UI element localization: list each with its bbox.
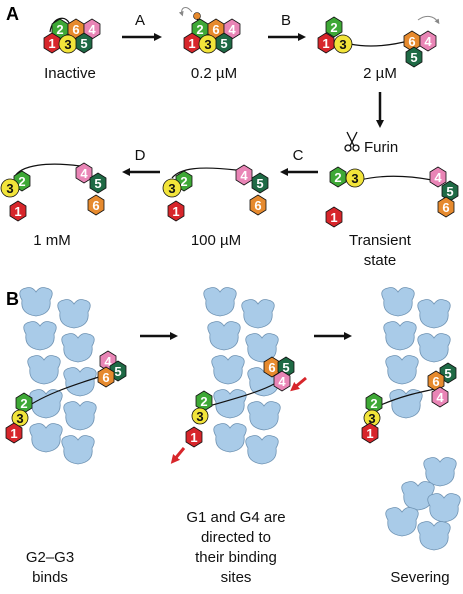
furin-label: Furin [364,139,398,156]
svg-text:5: 5 [80,36,87,51]
actin-filament-1 [19,287,97,465]
panel-a-letter: A [6,4,19,24]
svg-text:6: 6 [72,22,79,37]
svg-text:4: 4 [240,168,248,183]
domain-3: 3 [58,34,78,54]
svg-text:3: 3 [196,409,203,424]
inactive-gelsolin: 2 6 4 1 3 5 [43,17,101,54]
panel-b-letter: B [6,289,19,309]
svg-text:3: 3 [6,181,13,196]
red-arrow-g1 [170,447,186,464]
svg-text:6: 6 [102,370,109,385]
label-directed-4: sites [221,569,252,586]
gelsolin-2um: 2 1 3 6 4 5 [317,15,440,68]
svg-text:4: 4 [88,22,96,37]
svg-text:4: 4 [228,22,236,37]
svg-text:6: 6 [408,34,415,49]
svg-text:6: 6 [268,360,275,375]
label-directed-1: G1 and G4 are [186,509,285,526]
actin-filament-3 [381,287,461,551]
label-inactive: Inactive [44,65,96,82]
step-c-label: C [293,147,304,164]
rotation-arrow-icon [178,7,193,17]
svg-text:2: 2 [56,22,63,37]
svg-text:6: 6 [432,374,439,389]
svg-text:3: 3 [168,181,175,196]
domain-5: 5 [75,32,93,54]
svg-text:4: 4 [80,166,88,181]
gelsolin-100um: 2 3 1 4 5 6 [162,164,269,222]
svg-text:4: 4 [424,34,432,49]
label-transient-2: state [364,252,397,269]
svg-text:2: 2 [200,394,207,409]
svg-text:1: 1 [172,204,179,219]
svg-text:2: 2 [196,22,203,37]
svg-text:6: 6 [254,198,261,213]
gelsolin-transient: 2 3 1 4 5 6 [325,166,459,228]
label-directed-3: their binding [195,549,277,566]
scissors-icon [344,131,360,152]
step-d-label: D [135,147,146,164]
svg-text:3: 3 [204,37,211,52]
svg-text:1: 1 [330,210,337,225]
gelsolin-binding-1: 4 5 6 2 3 1 [5,350,127,444]
label-binds-2: binds [32,569,68,586]
svg-text:4: 4 [104,354,112,369]
label-0-2um: 0.2 µM [191,65,237,82]
svg-text:5: 5 [410,50,417,65]
label-1mm: 1 mM [33,232,71,249]
svg-text:4: 4 [436,390,444,405]
label-directed-2: directed to [201,529,271,546]
svg-text:5: 5 [446,184,453,199]
svg-text:3: 3 [339,37,346,52]
svg-text:1: 1 [366,426,373,441]
svg-text:1: 1 [322,36,329,51]
svg-text:5: 5 [282,360,289,375]
svg-text:3: 3 [351,171,358,186]
svg-text:2: 2 [334,170,341,185]
svg-text:3: 3 [64,37,71,52]
svg-text:6: 6 [92,198,99,213]
svg-text:3: 3 [16,411,23,426]
label-2um: 2 µM [363,65,397,82]
svg-text:6: 6 [442,200,449,215]
step-a-label: A [135,12,145,29]
svg-text:2: 2 [330,20,337,35]
svg-text:1: 1 [10,426,17,441]
svg-text:4: 4 [434,170,442,185]
label-binds-1: G2–G3 [26,549,74,566]
svg-text:6: 6 [212,22,219,37]
svg-text:4: 4 [278,374,286,389]
svg-text:5: 5 [94,176,101,191]
label-100um: 100 µM [191,232,241,249]
svg-text:1: 1 [14,204,21,219]
actin-filament-2 [203,287,281,465]
gelsolin-bound-severing: 5 6 4 2 3 1 [361,362,457,444]
label-transient-1: Transient [349,232,412,249]
svg-text:2: 2 [370,396,377,411]
svg-text:5: 5 [444,366,451,381]
gelsolin-0-2um: 2 6 4 1 3 5 [178,7,241,54]
svg-text:5: 5 [114,364,121,379]
svg-text:5: 5 [256,176,263,191]
svg-text:2: 2 [180,174,187,189]
svg-text:3: 3 [368,411,375,426]
svg-text:1: 1 [188,36,195,51]
step-b-label: B [281,12,291,29]
svg-text:5: 5 [220,36,227,51]
svg-text:2: 2 [18,174,25,189]
gelsolin-binding-2: 6 5 4 2 3 1 [185,356,295,448]
svg-text:1: 1 [190,430,197,445]
rotation-arrow-icon [417,15,440,25]
gelsolin-1mm: 2 3 1 4 5 6 [0,162,107,222]
red-arrow-g4 [290,376,307,392]
svg-text:1: 1 [48,36,55,51]
svg-text:2: 2 [20,396,27,411]
label-severing: Severing [390,569,449,586]
